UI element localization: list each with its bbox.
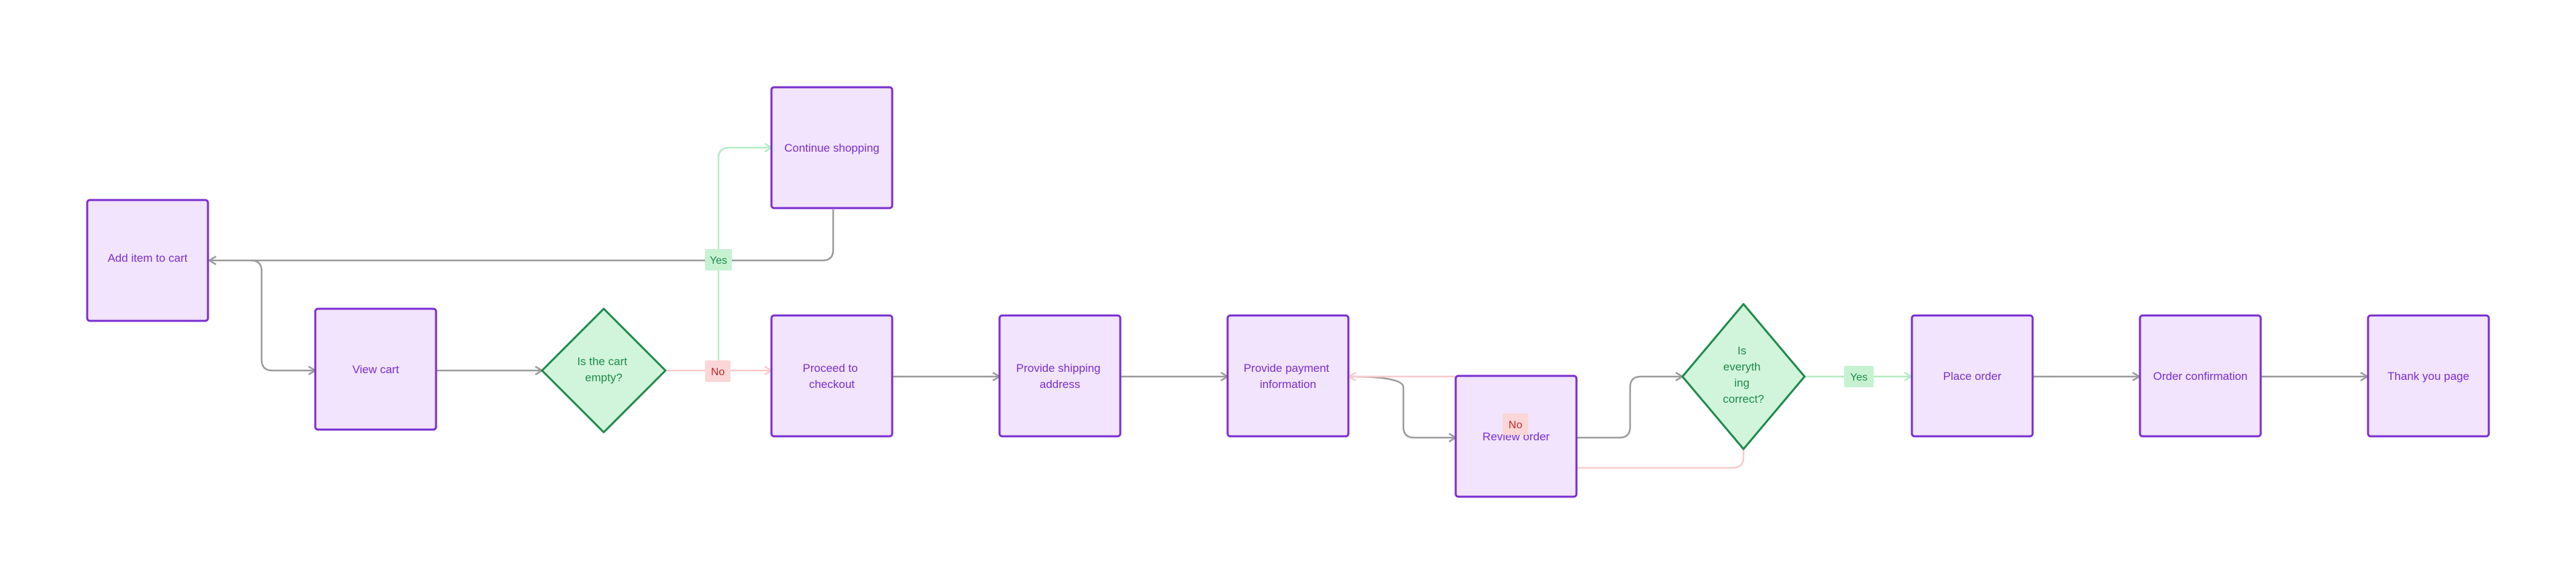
no-label: No — [1509, 420, 1523, 431]
decision-label-line: ing — [1734, 377, 1750, 389]
svg-text:Is the cart empty?: Is the cart empty? — [577, 355, 630, 384]
decision-label-line: empty? — [585, 371, 623, 384]
edge-label-correct-no: No — [1503, 413, 1528, 435]
edge-payment-to-review — [1348, 375, 1456, 438]
node-label-line: Add item to cart — [107, 252, 187, 264]
node-thank-you-page[interactable]: Thank you page — [2367, 314, 2490, 438]
node-label-line: Place order — [1943, 370, 2002, 383]
node-continue-shopping[interactable]: Continue shopping — [770, 86, 894, 209]
svg-text:Add item to cart: Add item to cart — [107, 252, 187, 264]
decision-cart-empty[interactable]: Is the cart empty? — [541, 307, 667, 434]
node-label-line: Review order — [1483, 430, 1550, 443]
svg-text:Place order: Place order — [1943, 370, 2002, 383]
decision-everything-correct[interactable]: Is everyth ing correct? — [1681, 303, 1806, 450]
node-label-line: Order confirmation — [2153, 370, 2248, 383]
node-label-line: Thank you page — [2387, 370, 2469, 383]
svg-text:Review order: Review order — [1483, 430, 1550, 443]
svg-text:Thank you page: Thank you page — [2387, 370, 2469, 383]
node-label-line: Proceed to — [803, 362, 858, 375]
node-view-cart[interactable]: View cart — [314, 307, 437, 431]
node-add-item-to-cart[interactable]: Add item to cart — [86, 199, 209, 322]
decision-label-line: Is the cart — [577, 355, 627, 368]
svg-text:Order confirmation: Order confirmation — [2153, 370, 2248, 383]
edge-label-correct-yes: Yes — [1844, 366, 1874, 387]
decision-label-line: correct? — [1723, 393, 1764, 405]
node-review-order[interactable]: Review order — [1454, 375, 1578, 498]
no-label: No — [711, 366, 725, 378]
node-provide-shipping-address[interactable]: Provide shipping address — [998, 314, 1122, 438]
edge-label-cart-empty-yes: Yes — [705, 249, 732, 271]
node-label-line: information — [1260, 378, 1316, 391]
edge-continue-to-add-item — [209, 209, 835, 260]
svg-text:Provide payment informat: Provide payment information — [1244, 362, 1332, 391]
node-place-order[interactable]: Place order — [1911, 314, 2034, 438]
edge-cart-empty-yes — [717, 148, 771, 371]
node-proceed-to-checkout[interactable]: Proceed to checkout — [770, 314, 894, 438]
node-provide-payment-information[interactable]: Provide payment information — [1226, 314, 1350, 438]
node-label-line: Provide payment — [1244, 362, 1330, 375]
edge-label-cart-empty-no: No — [705, 360, 731, 382]
svg-text:Continue shopping: Continue shopping — [784, 142, 879, 154]
node-label-line: Continue shopping — [784, 142, 879, 154]
svg-text:Proceed to checkout: Proceed to checkout — [803, 362, 861, 391]
edge-add-item-to-view-cart — [250, 259, 315, 371]
node-label-line: View cart — [352, 363, 399, 376]
svg-text:Provide shipping address: Provide shipping address — [1016, 362, 1104, 391]
node-label-line: Provide shipping — [1016, 362, 1101, 375]
node-label-line: address — [1040, 378, 1080, 391]
node-order-confirmation[interactable]: Order confirmation — [2139, 314, 2262, 438]
node-label-line: checkout — [809, 378, 855, 391]
svg-text:View cart: View cart — [352, 363, 399, 376]
decision-label-line: Is — [1737, 344, 1746, 357]
decision-label-line: everyth — [1723, 360, 1761, 373]
svg-text:Is everyth ing: Is everyth ing correct? — [1723, 344, 1764, 405]
yes-label: Yes — [710, 255, 727, 266]
edge-review-to-correct — [1577, 377, 1682, 439]
yes-label: Yes — [1850, 372, 1868, 383]
